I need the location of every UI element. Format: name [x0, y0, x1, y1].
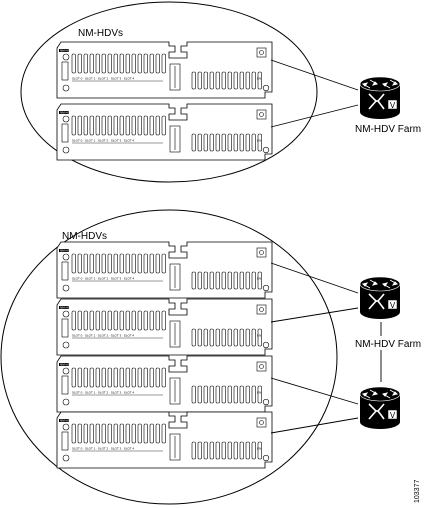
bottom-link-1 [270, 262, 359, 294]
top-module-1 [56, 41, 273, 99]
farm-label-backdrop [352, 336, 424, 350]
bottom-group: NM-HDVs NM-HDV Farm V V [0, 209, 424, 505]
bottom-farm-label: NM-HDV Farm [355, 339, 421, 350]
router-badge: V [390, 101, 396, 110]
bottom-link-3 [270, 377, 359, 405]
bottom-module-1 [56, 241, 273, 299]
figure-id: 103377 [414, 480, 421, 503]
bottom-router-1: V [359, 276, 401, 320]
top-module-2 [56, 103, 273, 161]
bottom-module-4 [56, 411, 273, 469]
top-link-2 [270, 104, 359, 128]
top-router: V [359, 76, 401, 120]
bottom-link-2 [270, 307, 359, 323]
router-badge: V [390, 411, 396, 420]
top-group-boundary [20, 1, 318, 183]
top-link-1 [270, 59, 359, 91]
bottom-link-4 [270, 417, 359, 434]
bottom-group-title: NM-HDVs [62, 231, 107, 242]
top-group: NM-HDVs V NM-HDV Farm [20, 1, 421, 183]
bottom-group-boundary [0, 209, 338, 505]
bottom-module-2 [56, 298, 273, 356]
bottom-module-3 [56, 355, 273, 413]
bottom-router-2: V [359, 386, 401, 430]
router-badge: V [390, 301, 396, 310]
top-farm-label: NM-HDV Farm [355, 124, 421, 135]
top-group-title: NM-HDVs [78, 28, 123, 39]
